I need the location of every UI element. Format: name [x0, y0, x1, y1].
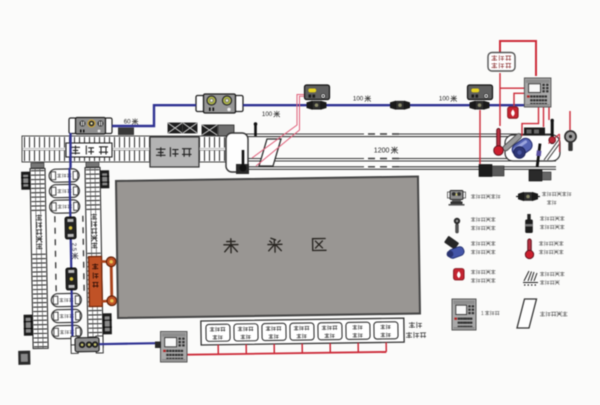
svg-text:2.5: 2.5: [70, 243, 76, 252]
svg-text:100: 100: [262, 111, 273, 118]
svg-text:100: 100: [353, 96, 364, 103]
svg-text:1: 1: [481, 311, 484, 317]
svg-text:1200: 1200: [374, 148, 390, 155]
svg-text:100: 100: [439, 96, 450, 103]
svg-text:60: 60: [124, 119, 131, 126]
